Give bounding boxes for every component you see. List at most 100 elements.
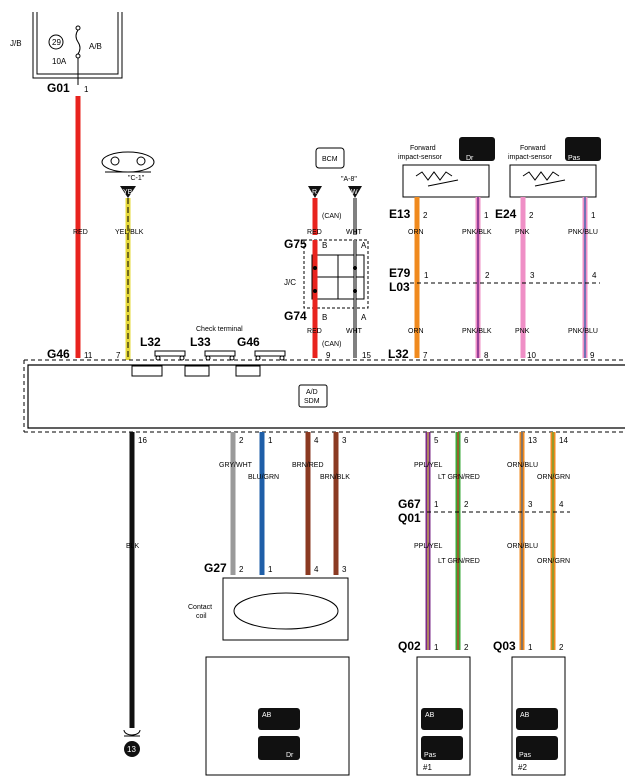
svg-text:#1: #1: [423, 763, 432, 772]
svg-text:Check terminal: Check terminal: [196, 326, 243, 333]
svg-text:PNK/BLU: PNK/BLU: [568, 229, 598, 236]
wire-color-red: RED: [73, 229, 88, 236]
ground-icon: [124, 741, 140, 757]
svg-text:B: B: [322, 313, 327, 322]
svg-text:Dr: Dr: [466, 155, 474, 162]
svg-text:Forward: Forward: [520, 145, 546, 152]
svg-text:LT GRN/RED: LT GRN/RED: [438, 474, 480, 481]
svg-text:PNK/BLK: PNK/BLK: [462, 229, 492, 236]
svg-text:4: 4: [314, 436, 319, 445]
connector-G74: G74: [284, 309, 307, 323]
forward-sensor-left: Forward impact-sensor Dr E13 2 1: [389, 137, 495, 221]
svg-text:ORN/BLU: ORN/BLU: [507, 462, 538, 469]
svg-text:1: 1: [268, 565, 273, 574]
svg-text:11: 11: [84, 351, 93, 360]
svg-text:Contact: Contact: [188, 604, 212, 611]
svg-text:WHT: WHT: [346, 229, 363, 236]
svg-text:1: 1: [424, 271, 429, 280]
connector-G01: G01: [47, 81, 70, 95]
svg-text:1: 1: [591, 211, 596, 220]
meter-connector: "C-1" YB YEL/BLK: [101, 151, 155, 360]
junction-block: J/B 29 A/B 10A: [10, 12, 123, 85]
connector-L32: L32: [388, 347, 409, 361]
sdm-module: G46 11 7 9 15 L32 7 8 10 9 A/D SDM: [23, 347, 625, 433]
svg-text:PNK: PNK: [515, 328, 530, 335]
svg-text:Forward: Forward: [410, 145, 436, 152]
fuse-number-badge: [48, 34, 64, 50]
connector-Q02: Q02: [398, 639, 421, 653]
svg-text:"C-1": "C-1": [128, 175, 145, 182]
svg-text:3: 3: [528, 500, 533, 509]
wire-red-main: G01 1 RED: [47, 81, 89, 358]
svg-text:2: 2: [485, 271, 490, 280]
svg-text:2: 2: [464, 643, 469, 652]
svg-text:1: 1: [484, 211, 489, 220]
svg-text:PNK/BLK: PNK/BLK: [462, 328, 492, 335]
svg-text:2: 2: [239, 436, 244, 445]
joint-connector: G75 B A J/C G74 B A RED WHT (CAN): [284, 237, 369, 358]
svg-text:PNK: PNK: [515, 229, 530, 236]
connector-G67: G67: [398, 497, 421, 511]
svg-text:Pas: Pas: [424, 752, 437, 759]
connector-L33: L33: [190, 335, 211, 349]
svg-text:ORN/GRN: ORN/GRN: [537, 474, 570, 481]
svg-text:6: 6: [464, 436, 469, 445]
svg-text:BLU/GRN: BLU/GRN: [248, 474, 279, 481]
svg-text:4: 4: [559, 500, 564, 509]
connector-Q03: Q03: [493, 639, 516, 653]
svg-text:A: A: [361, 241, 367, 250]
svg-text:ORN: ORN: [408, 229, 424, 236]
connector-L32-check: L32: [140, 335, 161, 349]
jc-label: J/C: [284, 278, 296, 287]
check-terminal: Check terminal L32 L33 G46: [131, 326, 286, 377]
svg-text:RED: RED: [307, 328, 322, 335]
connector-L03: L03: [389, 280, 410, 294]
svg-text:2: 2: [239, 565, 244, 574]
svg-text:W: W: [351, 189, 358, 196]
connector-G75: G75: [284, 237, 307, 251]
svg-text:3: 3: [342, 436, 347, 445]
svg-text:13: 13: [528, 436, 537, 445]
svg-text:(CAN): (CAN): [322, 341, 341, 348]
svg-text:WHT: WHT: [346, 328, 363, 335]
fuse-amp: 10A: [52, 57, 67, 66]
connector-G27: G27: [204, 561, 227, 575]
svg-text:(CAN): (CAN): [322, 213, 341, 220]
svg-text:1: 1: [268, 436, 273, 445]
svg-text:PPL/YEL: PPL/YEL: [414, 543, 443, 550]
svg-text:15: 15: [362, 351, 371, 360]
connector-E13: E13: [389, 207, 411, 221]
svg-text:#2: #2: [518, 763, 527, 772]
svg-text:8: 8: [484, 351, 489, 360]
bcm-connector: BCM "A-8" R W (CAN) RED WHT: [307, 147, 363, 236]
svg-text:1: 1: [434, 643, 439, 652]
forward-sensor-right: Forward impact-sensor Pas E24 2 1: [495, 137, 601, 221]
wire-color-yel-blk: YEL/BLK: [115, 229, 144, 236]
svg-text:PNK/BLU: PNK/BLU: [568, 328, 598, 335]
fuse-icon: [75, 29, 81, 55]
svg-text:ORN/GRN: ORN/GRN: [537, 558, 570, 565]
svg-text:7: 7: [423, 351, 428, 360]
svg-text:1: 1: [528, 643, 533, 652]
svg-text:B: B: [322, 241, 327, 250]
svg-text:RED: RED: [307, 229, 322, 236]
svg-text:ORN: ORN: [408, 328, 424, 335]
svg-text:AB: AB: [520, 712, 530, 719]
svg-text:BRN/RED: BRN/RED: [292, 462, 324, 469]
svg-text:PPL/YEL: PPL/YEL: [414, 462, 443, 469]
jb-label: J/B: [10, 39, 22, 48]
sensor-wires: ORN PNK/BLK PNK PNK/BLU E79 L03 1 2 3 4 …: [389, 197, 600, 358]
svg-text:YB: YB: [123, 189, 133, 196]
bcm-label: BCM: [322, 156, 338, 163]
svg-text:2: 2: [464, 500, 469, 509]
svg-text:7: 7: [116, 351, 121, 360]
svg-text:BLK: BLK: [126, 543, 140, 550]
contact-coil: [222, 577, 349, 641]
svg-text:Pas: Pas: [519, 752, 532, 759]
svg-text:1: 1: [84, 85, 89, 94]
svg-text:2: 2: [423, 211, 428, 220]
connector-G46: G46: [47, 347, 70, 361]
svg-text:GRY/WHT: GRY/WHT: [219, 462, 253, 469]
connector-Q01: Q01: [398, 511, 421, 525]
